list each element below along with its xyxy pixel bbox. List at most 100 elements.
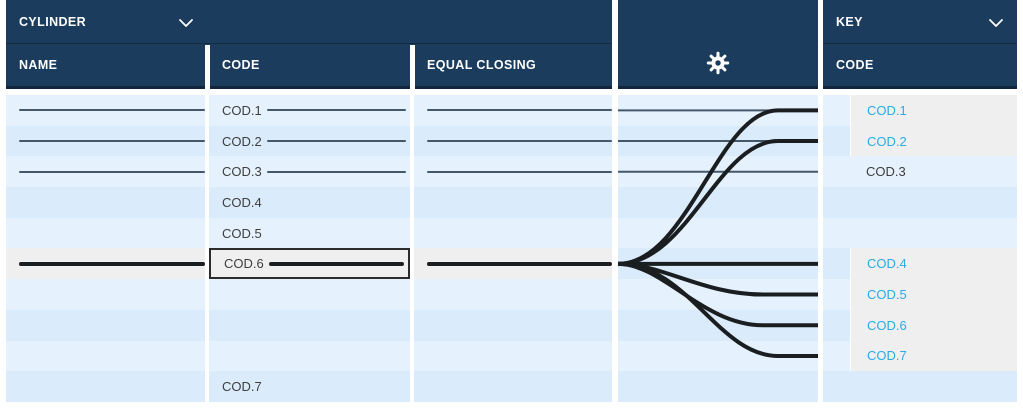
key-panel-header: KEY CODE <box>823 0 1017 89</box>
cylinder-code-cell[interactable]: COD.1 <box>209 95 410 126</box>
closing-line <box>427 261 612 266</box>
key-code-cell[interactable]: COD.5 <box>850 279 1017 310</box>
key-row: COD.7 <box>823 340 1017 372</box>
key-row-gutter <box>823 156 850 188</box>
cylinder-code-label: COD.1 <box>222 102 262 118</box>
cylinder-name-cell[interactable] <box>6 125 205 157</box>
equal-closing-cell[interactable] <box>414 217 612 249</box>
equal-closing-cell[interactable] <box>414 309 612 341</box>
closing-line <box>427 109 612 112</box>
key-row <box>823 187 1017 218</box>
key-panel-title: KEY <box>836 15 863 29</box>
key-code-cell[interactable]: COD.2 <box>850 125 1017 157</box>
cylinder-name-cell[interactable] <box>6 187 205 218</box>
cylinder-name-cell[interactable] <box>6 340 205 372</box>
header-bottom-edge <box>618 86 818 89</box>
equal-closing-cell[interactable] <box>414 371 612 402</box>
cylinder-name-cell[interactable] <box>6 95 205 126</box>
column-separator <box>410 45 415 89</box>
equal-closing-cell[interactable] <box>414 279 612 310</box>
gear-icon[interactable] <box>706 51 730 75</box>
curves-row-background <box>618 217 818 249</box>
cylinder-code-cell[interactable]: COD.6 <box>209 248 410 280</box>
equal-closing-cell[interactable] <box>414 340 612 372</box>
equal-closing-cell[interactable] <box>414 248 612 280</box>
curves-row-background <box>618 309 818 341</box>
closing-line <box>268 261 404 266</box>
key-row: COD.4 <box>823 248 1017 280</box>
closing-line <box>19 170 205 173</box>
curves-row-background <box>618 95 818 126</box>
key-column-headers: CODE <box>823 44 1017 85</box>
key-row-gutter <box>823 371 850 402</box>
curves-row-background <box>618 340 818 372</box>
key-code-cell[interactable]: COD.3 <box>850 156 1017 188</box>
key-code-cell[interactable]: COD.6 <box>850 309 1017 341</box>
column-separator <box>205 45 210 89</box>
closing-line <box>266 109 406 112</box>
key-row: COD.3 <box>823 156 1017 188</box>
key-row: COD.1 <box>823 95 1017 126</box>
key-code-cell[interactable]: COD.4 <box>850 248 1017 280</box>
key-code-cell[interactable]: COD.1 <box>850 95 1017 126</box>
chevron-down-icon[interactable] <box>178 18 194 28</box>
key-dropdown[interactable]: KEY <box>823 0 1017 44</box>
closing-line <box>19 109 205 112</box>
key-row-gutter <box>823 309 850 341</box>
key-row-gutter <box>823 187 850 218</box>
cylinder-code-cell[interactable]: COD.7 <box>209 371 410 402</box>
key-row-gutter <box>823 279 850 310</box>
closing-line <box>427 170 612 173</box>
name-column-header: NAME <box>19 58 58 72</box>
key-code-cell[interactable]: COD.7 <box>850 340 1017 372</box>
cylinder-code-cell[interactable]: COD.2 <box>209 125 410 157</box>
equal-closing-cell[interactable] <box>414 125 612 157</box>
key-code-column-header: CODE <box>836 58 874 72</box>
name-column <box>6 95 205 402</box>
curves-row-background <box>618 187 818 218</box>
closing-line <box>266 140 406 143</box>
cylinder-code-cell[interactable]: COD.4 <box>209 187 410 218</box>
equal-closing-cell[interactable] <box>414 156 612 188</box>
cylinder-code-label: COD.3 <box>222 164 262 180</box>
header-bottom-edge <box>6 86 612 89</box>
chevron-down-icon[interactable] <box>988 18 1004 28</box>
key-row-gutter <box>823 217 850 249</box>
cylinder-code-cell[interactable] <box>209 309 410 341</box>
cylinder-name-cell[interactable] <box>6 371 205 402</box>
closing-line <box>19 140 205 143</box>
equal-closing-column-header: EQUAL CLOSING <box>427 58 537 72</box>
curves-row-background <box>618 279 818 310</box>
key-row-gutter <box>823 125 850 157</box>
key-row <box>823 217 1017 249</box>
header-bottom-edge <box>823 86 1017 89</box>
settings-button[interactable] <box>706 51 730 80</box>
cylinder-code-cell[interactable]: COD.3 <box>209 156 410 188</box>
cylinder-name-cell[interactable] <box>6 217 205 249</box>
key-row-gutter <box>823 248 850 280</box>
key-row: COD.2 <box>823 125 1017 157</box>
key-code-cell <box>850 217 1017 249</box>
key-row <box>823 371 1017 402</box>
cylinder-name-cell[interactable] <box>6 309 205 341</box>
cylinder-dropdown[interactable]: CYLINDER <box>6 0 612 44</box>
cylinder-name-cell[interactable] <box>6 156 205 188</box>
cylinder-name-cell[interactable] <box>6 248 205 280</box>
key-row-gutter <box>823 95 850 126</box>
settings-panel-header <box>618 0 818 89</box>
equal-closing-cell[interactable] <box>414 187 612 218</box>
cylinder-code-cell[interactable] <box>209 340 410 372</box>
key-row: COD.6 <box>823 309 1017 341</box>
cylinder-code-label: COD.7 <box>222 379 262 395</box>
cylinder-code-cell[interactable] <box>209 279 410 310</box>
equal-closing-cell[interactable] <box>414 95 612 126</box>
key-row-gutter <box>823 340 850 372</box>
key-row: COD.5 <box>823 279 1017 310</box>
cylinder-name-cell[interactable] <box>6 279 205 310</box>
closing-line <box>266 170 406 173</box>
curves-row-background <box>618 371 818 402</box>
cylinder-code-cell[interactable]: COD.5 <box>209 217 410 249</box>
cylinder-code-label: COD.5 <box>222 225 262 241</box>
